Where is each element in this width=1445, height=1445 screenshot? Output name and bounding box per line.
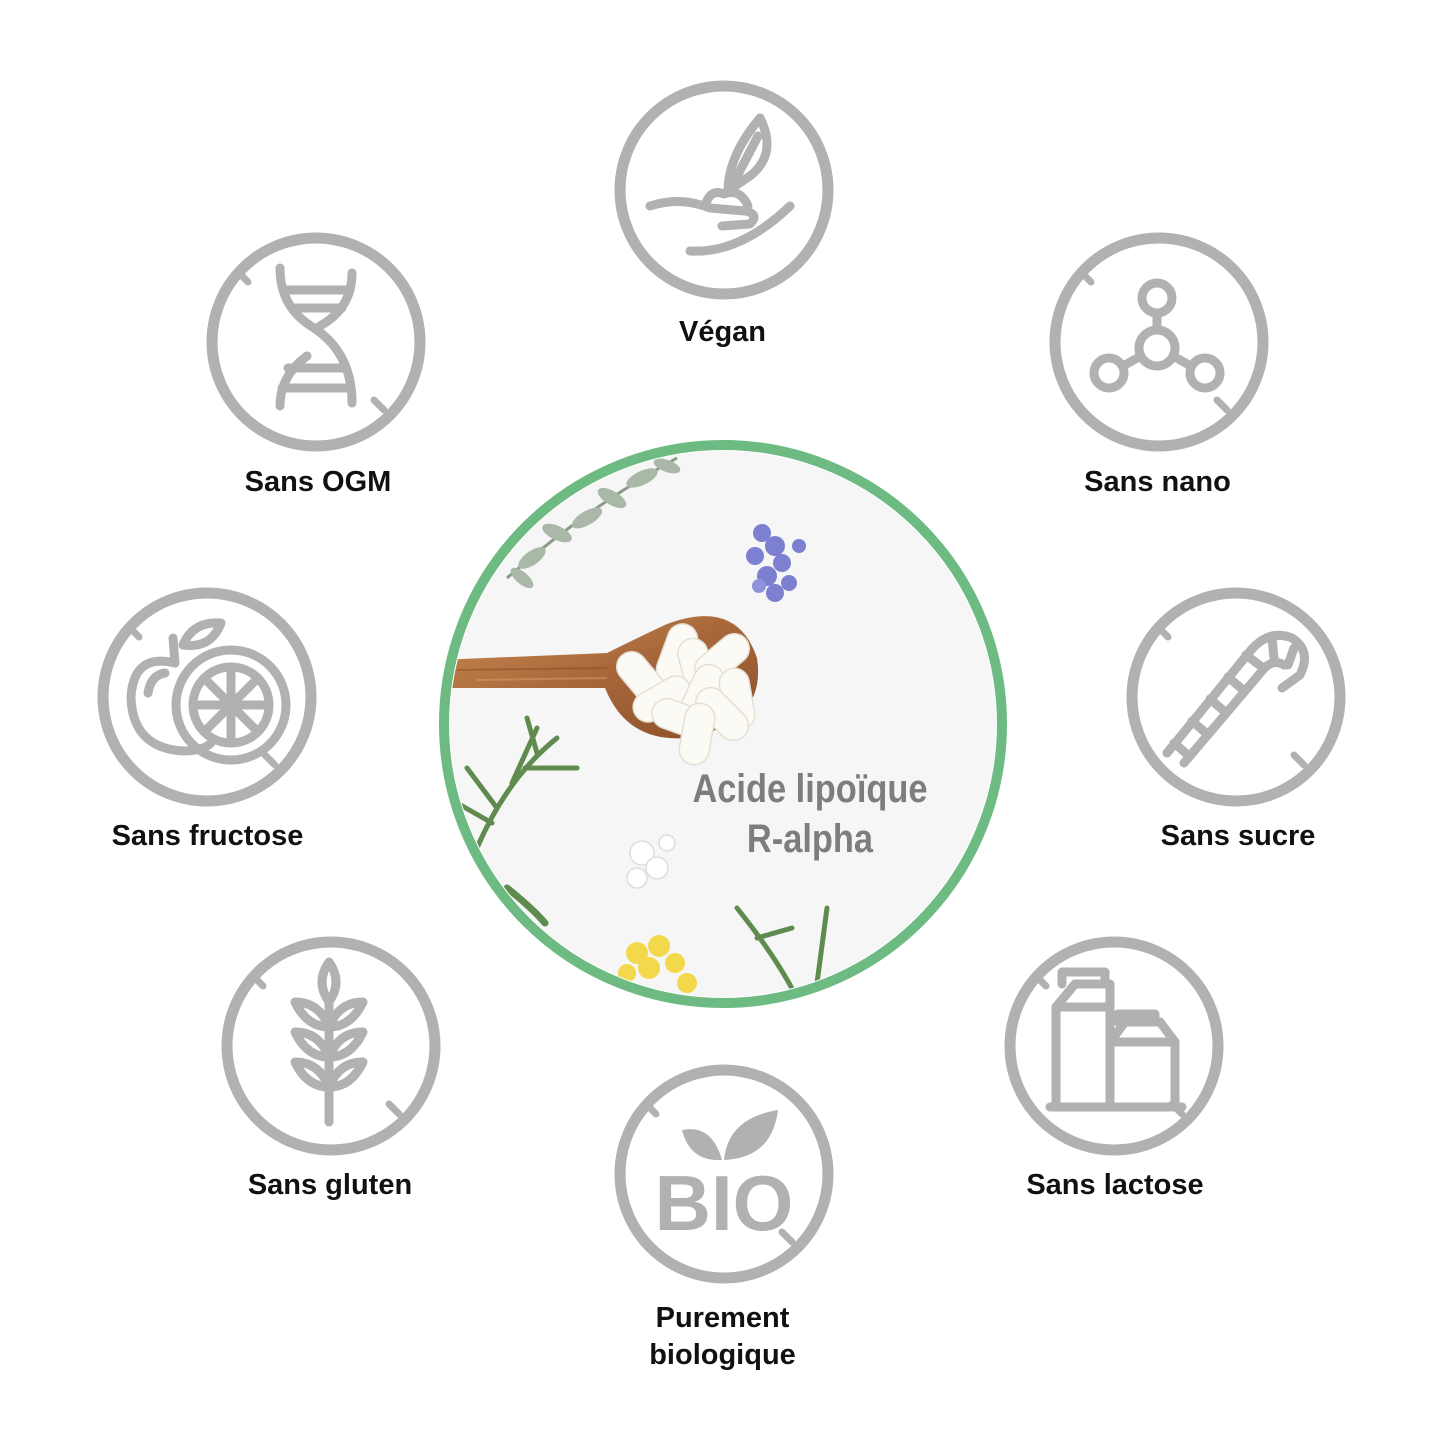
badge-vegan (610, 76, 838, 304)
badge-label-nano: Sans nano (1084, 466, 1231, 498)
white-flowers (626, 834, 676, 889)
badge-sans-sucre (1122, 583, 1350, 811)
center-product-image (437, 438, 1009, 1010)
badge-sans-ogm (202, 228, 430, 456)
badge-sans-lactose (1000, 932, 1228, 1160)
center-ring (439, 440, 1007, 1008)
badge-label-ogm: Sans OGM (244, 466, 392, 498)
badge-sans-gluten (217, 932, 445, 1160)
molecule-icon (1089, 278, 1225, 393)
milk-cartons-icon (1045, 967, 1187, 1112)
wheat-icon (290, 957, 368, 1127)
fruit-icon (126, 618, 291, 765)
rosemary-sprig (454, 715, 580, 851)
badge-label-lactose: Sans lactose (1026, 1169, 1204, 1201)
bio-logo-text: BIO (655, 1159, 794, 1247)
badge-label-bio: Purement biologique (649, 1302, 796, 1371)
dna-icon (275, 263, 357, 411)
bio-leaf-icon (682, 1110, 778, 1161)
yellow-flowers (618, 935, 697, 993)
eucalyptus-branch (506, 456, 681, 589)
badge-label-sucre: Sans sucre (1160, 820, 1316, 852)
badge-label-vegan: Végan (678, 316, 767, 348)
badge-sans-fructose (93, 583, 321, 811)
candy-cane-icon (1162, 630, 1309, 768)
capsules (615, 623, 756, 766)
product-name: Acide lipoïque R-alpha (692, 767, 928, 861)
badge-label-gluten: Sans gluten (247, 1169, 413, 1201)
badge-label-fructose: Sans fructose (111, 820, 304, 852)
badge-sans-nano (1045, 228, 1273, 456)
lavender-flowers (746, 524, 806, 602)
hand-plant-icon (645, 113, 795, 256)
badge-bio: BIO (610, 1060, 838, 1288)
